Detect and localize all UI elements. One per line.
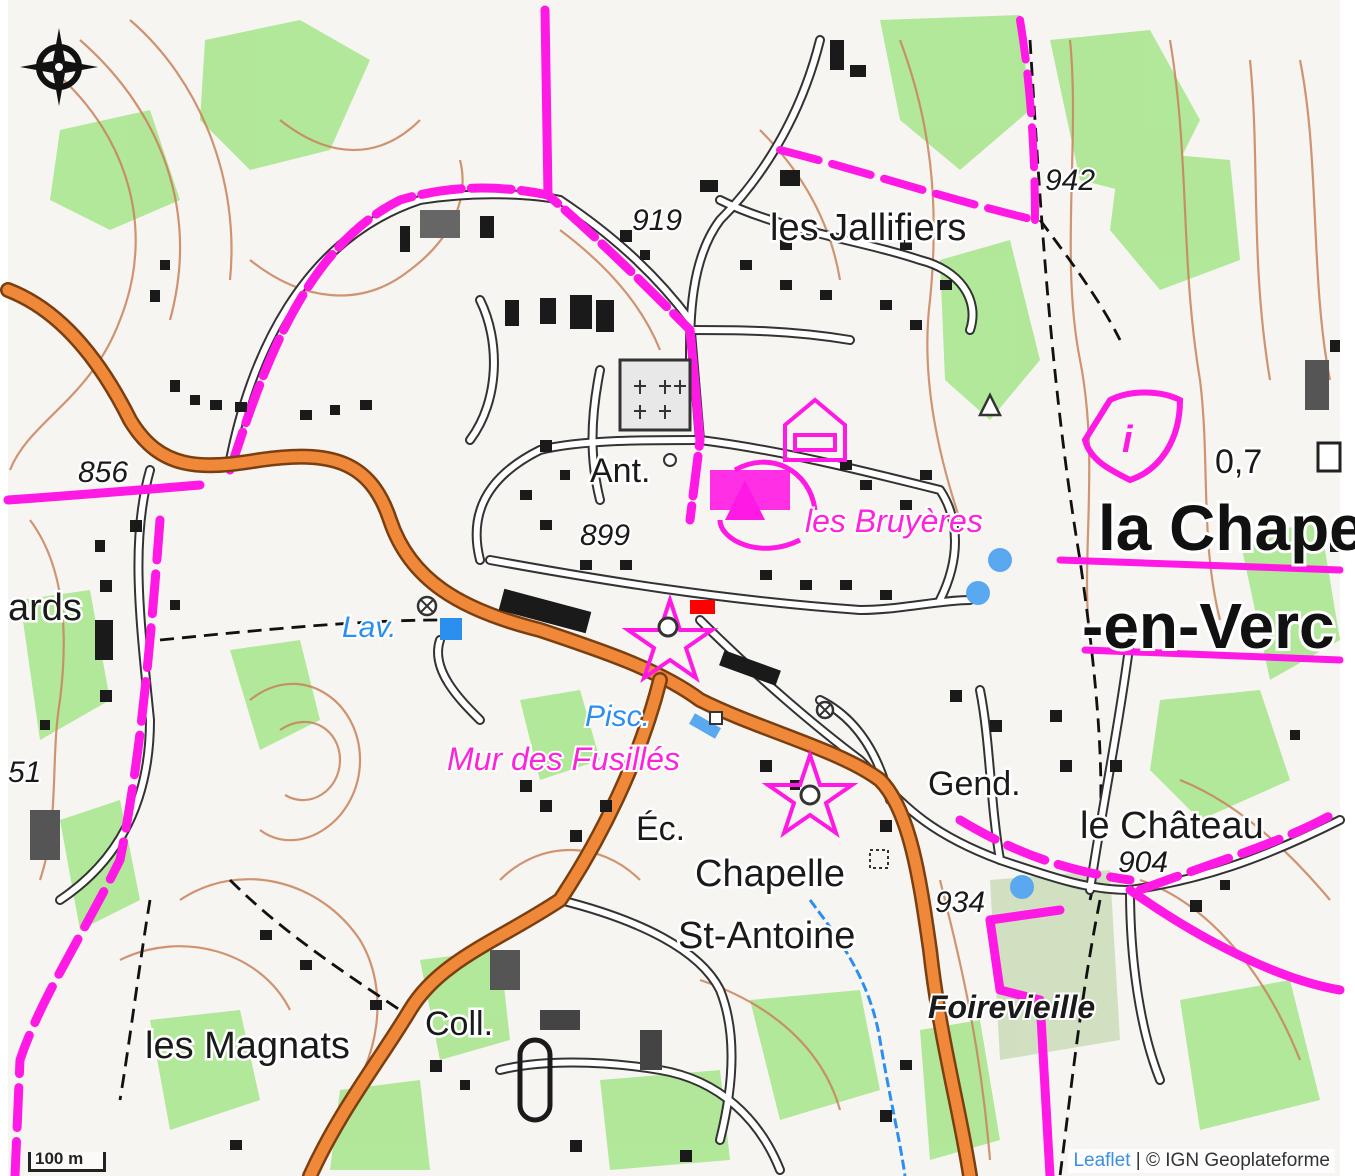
stream — [808, 899, 907, 1176]
main-road — [0, 282, 978, 1176]
leaflet-link[interactable]: Leaflet — [1073, 1150, 1131, 1171]
altitude-label: 919 — [632, 204, 682, 237]
poi-label: Éc. — [636, 810, 685, 848]
scale-label: 100 m — [35, 1149, 84, 1168]
altitude-label: 51 — [8, 756, 41, 789]
town-label: -en-Verc — [1082, 590, 1335, 662]
poi-label: Coll. — [425, 1005, 493, 1043]
poi-label: Ant. — [590, 452, 650, 490]
hiking-trails — [3, 5, 1345, 1176]
attribution: Leaflet | © IGN Geoplateforme — [1068, 1149, 1335, 1173]
place-label: les Jallifiers — [770, 207, 966, 249]
poi-label: Mur des Fusillés — [447, 741, 680, 777]
square-icon — [440, 618, 462, 640]
local-roads — [55, 35, 1345, 1175]
info-icon — [1081, 389, 1184, 484]
place-label: Foirevieille — [928, 989, 1095, 1025]
attribution-text: | © IGN Geoplateforme — [1130, 1150, 1330, 1171]
poi-symbols — [416, 389, 1342, 899]
info-label: i — [1122, 419, 1134, 461]
altitude-label: 934 — [935, 886, 985, 919]
map-edge-left — [0, 0, 8, 1176]
town-label: la Chape — [1098, 492, 1355, 564]
map-edge-right — [1340, 0, 1355, 1176]
place-label: Chapelle — [695, 853, 845, 895]
place-label: ards — [8, 587, 82, 629]
poi-label: Lav. — [342, 611, 396, 644]
small-houses — [40, 230, 1340, 1162]
distance-label: 0,7 — [1215, 443, 1262, 481]
altitude-label: 904 — [1118, 846, 1168, 879]
poi-label: Pisc. — [585, 700, 650, 733]
altitude-label: 856 — [78, 456, 128, 489]
place-label: les Magnats — [145, 1025, 350, 1067]
place-label: St-Antoine — [678, 915, 855, 957]
altitude-label: 899 — [580, 519, 630, 552]
altitude-label: 942 — [1045, 164, 1095, 197]
place-label: le Château — [1080, 805, 1264, 847]
poi-label: Gend. — [928, 765, 1021, 803]
cemetery — [634, 380, 686, 419]
poi-label: les Bruyères — [805, 503, 983, 539]
map-labels: les Jallifiers ards les Magnats le Châte… — [6, 162, 1355, 1070]
scale-bar: 100 m — [28, 1149, 106, 1172]
footpaths — [118, 39, 1122, 1176]
compass-icon[interactable] — [18, 26, 100, 108]
